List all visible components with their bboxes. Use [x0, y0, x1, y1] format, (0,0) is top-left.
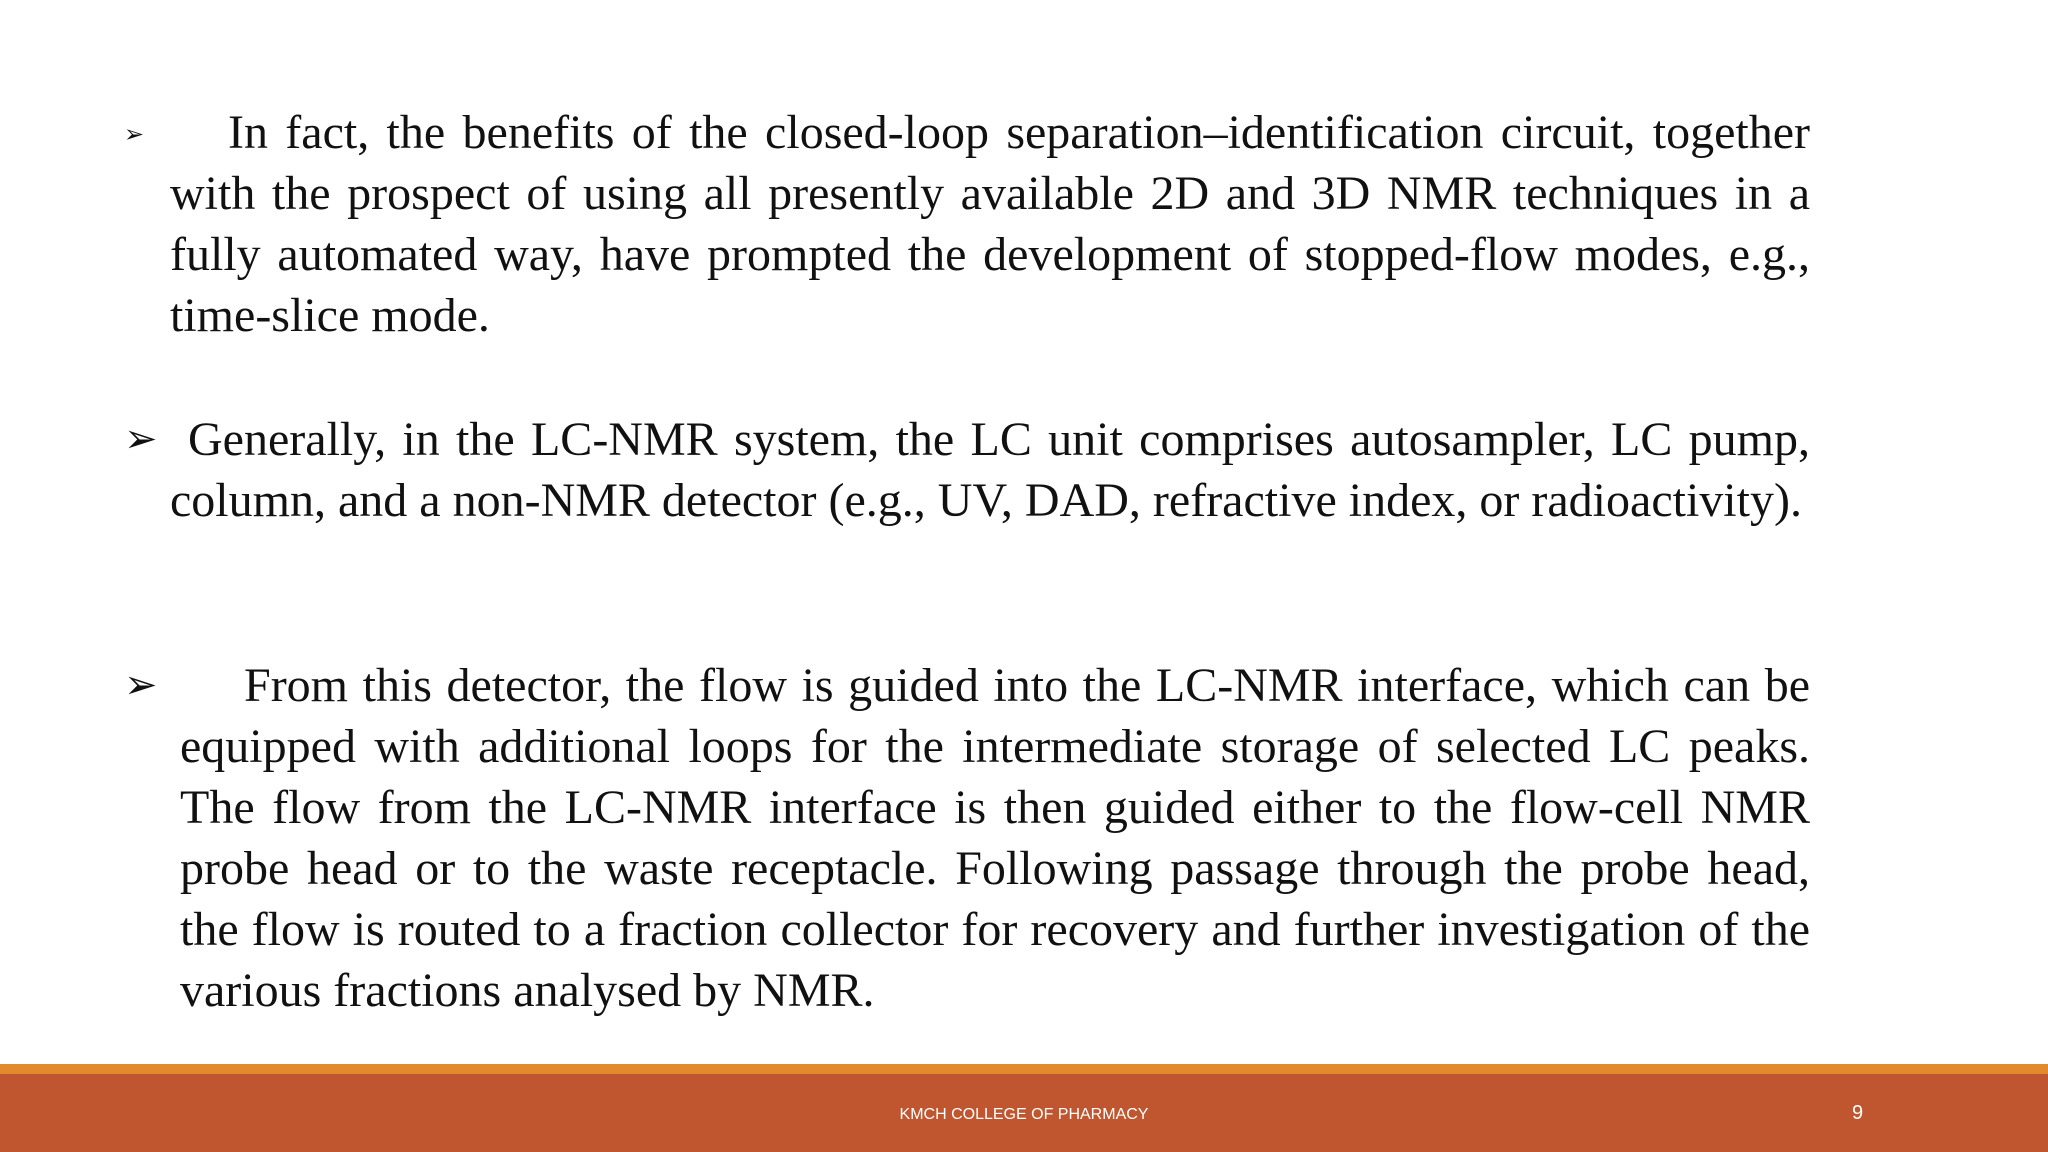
footer-college-name: KMCH COLLEGE OF PHARMACY: [899, 1106, 1149, 1123]
footer-accent-line: [0, 1064, 2048, 1074]
arrowhead-bullet-icon: ➢: [124, 416, 158, 462]
bullet-text-1: In fact, the benefits of the closed-loop…: [170, 106, 1810, 342]
page-number: 9: [1852, 1102, 1864, 1124]
arrowhead-bullet-icon: ➢: [124, 120, 145, 148]
arrowhead-bullet-icon: ➢: [124, 662, 158, 708]
bullet-text-3: From this detector, the flow is guided i…: [180, 659, 1810, 1017]
footer-bar: [0, 1074, 2048, 1152]
bullet-text-2: Generally, in the LC-NMR system, the LC …: [170, 413, 1810, 527]
